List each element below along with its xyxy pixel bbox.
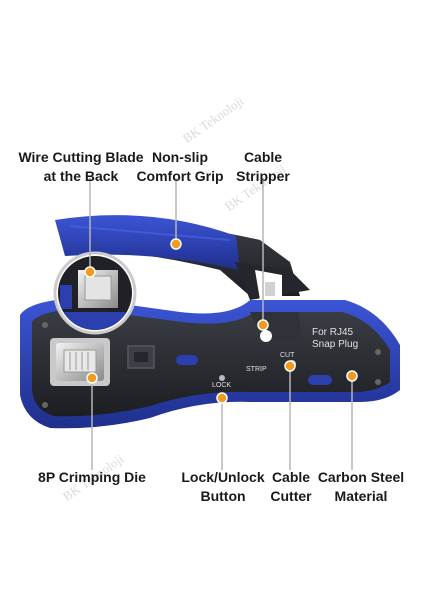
lock-label: LOCK bbox=[212, 382, 231, 389]
callout-cable-cutter: Cable Cutter bbox=[270, 469, 312, 504]
strip-label: STRIP bbox=[246, 366, 267, 373]
blade-inset-image bbox=[58, 256, 132, 330]
callout-non-slip-grip: Non-slip Comfort Grip bbox=[136, 149, 224, 184]
rj45-label-line2: Snap Plug bbox=[312, 339, 358, 350]
lock-button bbox=[219, 375, 225, 381]
grip-line bbox=[70, 225, 230, 241]
callout-dots bbox=[84, 238, 358, 404]
rj45-label-line1: For RJ45 bbox=[312, 327, 354, 338]
cut-label: CUT bbox=[280, 352, 295, 359]
callout-cable-stripper: Cable Stripper bbox=[236, 149, 290, 184]
callout-lock-button: Lock/Unlock Button bbox=[181, 469, 265, 504]
callout-wire-cutting-blade: Wire Cutting Blade at the Back bbox=[18, 149, 144, 184]
callout-crimping-die: 8P Crimping Die bbox=[38, 469, 146, 485]
stripper-slot bbox=[176, 355, 198, 365]
cutter-slot bbox=[308, 375, 332, 385]
callout-carbon-steel: Carbon Steel Material bbox=[317, 469, 405, 504]
leader-lines bbox=[89, 178, 353, 470]
